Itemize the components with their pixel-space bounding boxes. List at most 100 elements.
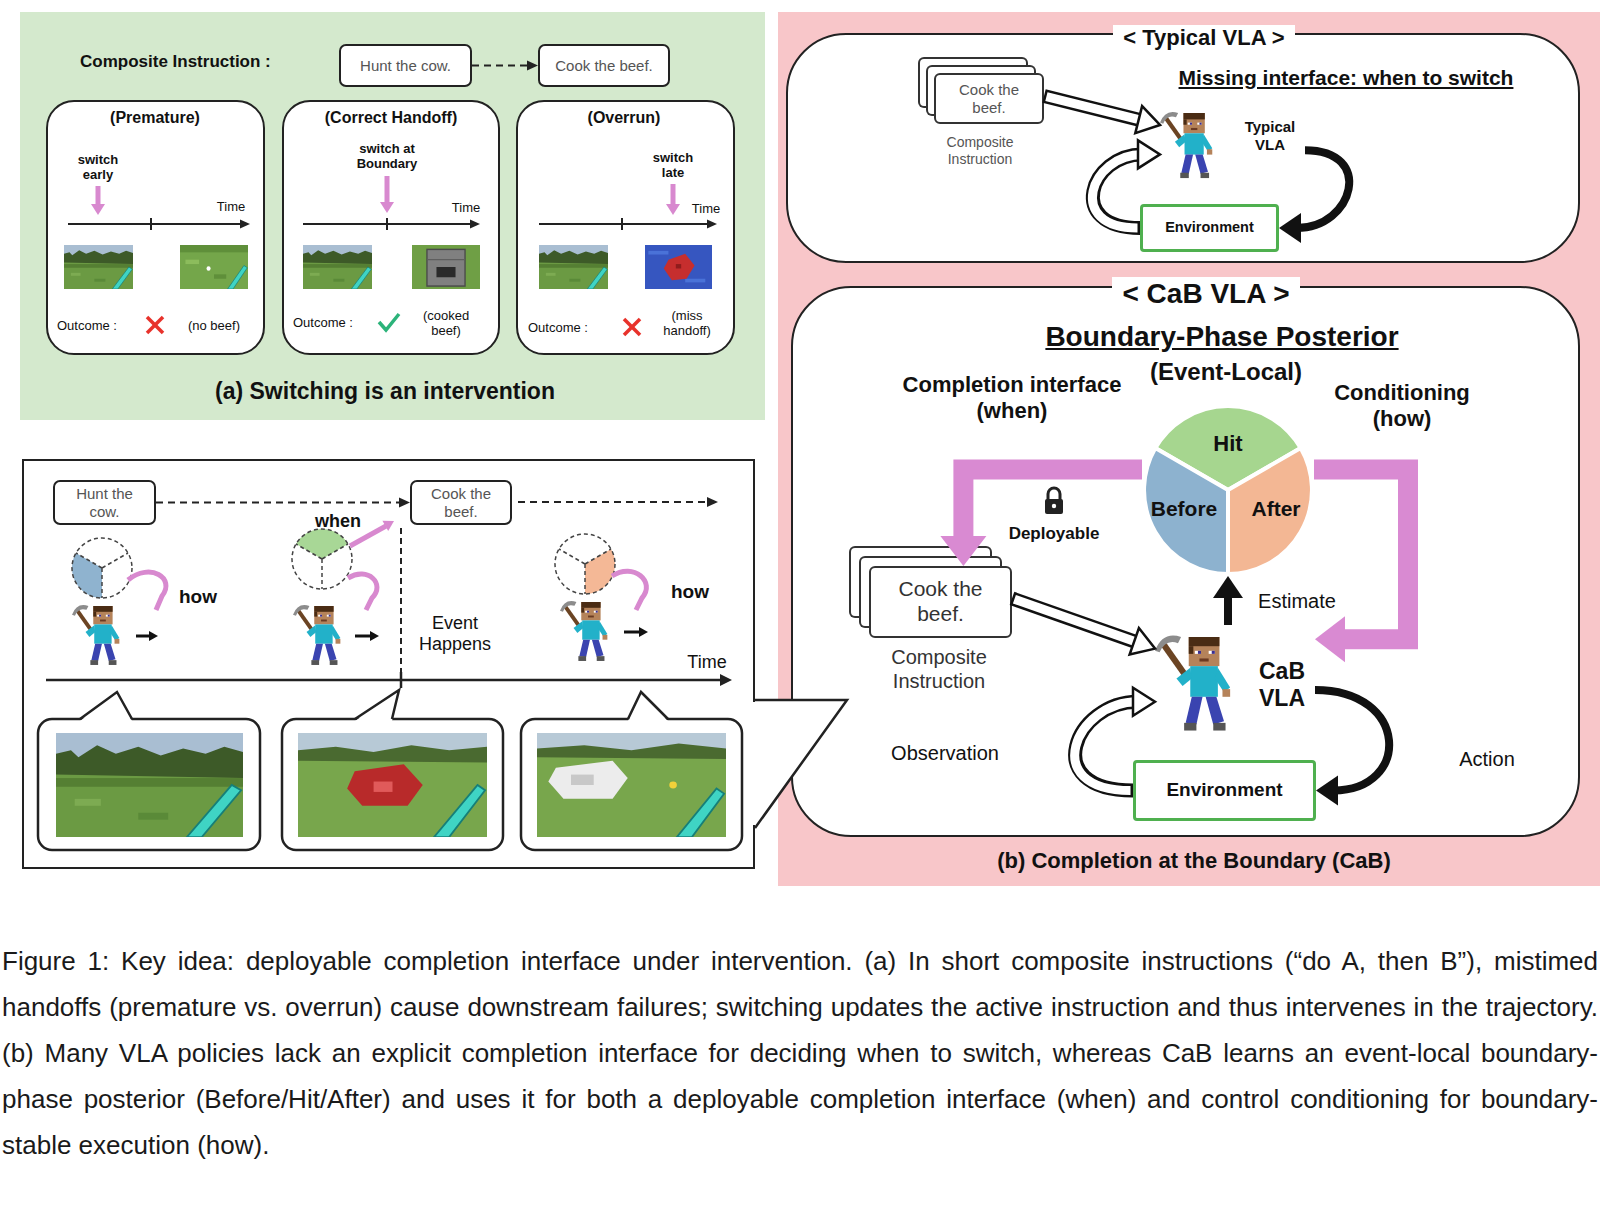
timeline-premature [68,223,242,225]
node-text: Hunt the cow. [360,57,451,75]
text-slot: Time [446,198,486,216]
text-slot: (a) Switching is an intervention [145,378,625,405]
text-slot: Cook the beef. [540,46,668,85]
node-text: (a) Switching is an intervention [215,378,555,405]
timeline-overrun [671,184,676,205]
node-text: (Premature) [110,109,200,128]
text-slot: Hunt the cow. [341,46,470,85]
event-timeline [128,572,166,610]
screenshot-callouts [537,733,726,837]
event-timeline [348,574,377,610]
zoom-pointer [752,700,848,828]
event-timeline [293,605,340,665]
event-timeline [707,497,718,507]
node-text: Outcome : [528,320,588,335]
event-timeline [46,497,732,688]
text-slot: switch early [70,152,126,183]
text-slot: Action [1447,748,1527,772]
agent-icon [1155,636,1230,731]
panel: howwhenhowEvent HappensTimeHunt the cow.… [22,459,755,869]
text-slot: how [173,586,223,608]
text-slot: (Overrun) [524,109,724,128]
node-text: Completion interface (when) [900,372,1125,424]
screenshot-callouts [628,692,668,721]
arrowhead [1130,628,1155,654]
timeline-premature [147,317,163,333]
text-slot: Cook the beef. [871,568,1010,636]
timeline-premature [180,245,248,289]
event-timeline [370,631,379,641]
connector-fill [1014,599,1138,643]
node-text: (no beef) [188,318,240,333]
text-slot: when [308,511,368,532]
text-slot: Composite Instruction [930,134,1030,168]
connector-line [156,502,401,504]
screenshot-callouts [628,692,668,719]
connector [1279,150,1349,243]
node-text: < CaB VLA > [1112,277,1299,310]
instruction-stack: Cook the beef.Composite Instruction [934,73,1044,124]
node-text: switch at Boundary [342,141,432,172]
node-text: Outcome : [57,318,117,333]
timeline-premature [150,218,152,230]
node-text: Observation [891,742,999,766]
text-slot: (Event-Local) [1126,358,1326,386]
screenshot-callouts [282,719,503,850]
connector [1314,469,1408,662]
text-slot: Time [688,199,724,217]
node-text: (cooked beef) [415,308,477,339]
connector-outline [1044,96,1143,121]
pie-sector [1228,448,1312,574]
node-text: Action [1459,748,1515,772]
node-text: Boundary-Phase Posterior [1045,320,1398,353]
connector-line [472,65,529,67]
node-text: Environment [1165,219,1254,236]
text-slot: Composite Instruction : [80,52,271,72]
posterior-pie: HitBeforeAfter [1142,404,1314,576]
lock-icon [1048,488,1060,500]
arrowhead [1315,616,1345,662]
model-box: < CaB VLA >Boundary-Phase Posterior(Even… [791,286,1580,837]
text-slot: Outcome : [293,313,353,331]
agent-icon [1155,627,1247,739]
arrowhead [1279,213,1301,243]
zoom-pointer [752,702,758,825]
arrowhead [1316,776,1338,806]
event-timeline [555,534,615,594]
event-timeline [292,529,352,589]
text-slot: Cook the beef. [936,75,1042,122]
connector-line [963,469,1142,542]
lock-icon [1045,488,1063,514]
event-timeline [720,674,732,686]
node-text: (Event-Local) [1150,358,1302,386]
event-timeline [72,605,119,665]
connector-line [1297,150,1350,228]
node-text: Composite Instruction [930,134,1030,167]
text-slot: Cook the beef. [412,482,510,523]
timeline-premature [91,204,105,215]
node-text: switch late [648,150,698,181]
event-timeline [296,529,348,559]
text-slot: Outcome : [57,316,117,334]
connector-outline [1075,702,1137,791]
text-slot: switch late [648,150,698,181]
text-slot: Hit [1198,431,1258,457]
model-box: < Typical VLA >Missing interface: when t… [786,33,1580,263]
event-timeline [585,549,615,594]
node-text: (miss handoff) [652,308,722,339]
screenshot-callouts [80,692,132,721]
timeline-correct [470,220,480,229]
text-slot: how [665,581,715,603]
timeline-card: (Overrun) switch lateTimeOutcome : (miss h… [516,100,735,355]
timeline-overrun [707,220,717,229]
text-slot: CaB VLA [1252,658,1312,712]
timeline-correct [380,202,394,213]
connector-outline [1093,154,1143,228]
timeline-overrun [645,245,712,289]
connector [1092,140,1160,228]
node-text: Outcome : [293,315,353,330]
node-text: After [1251,497,1300,522]
timeline-correct [303,223,472,225]
pie-sector [1144,448,1228,574]
node-text: Time [452,200,480,215]
